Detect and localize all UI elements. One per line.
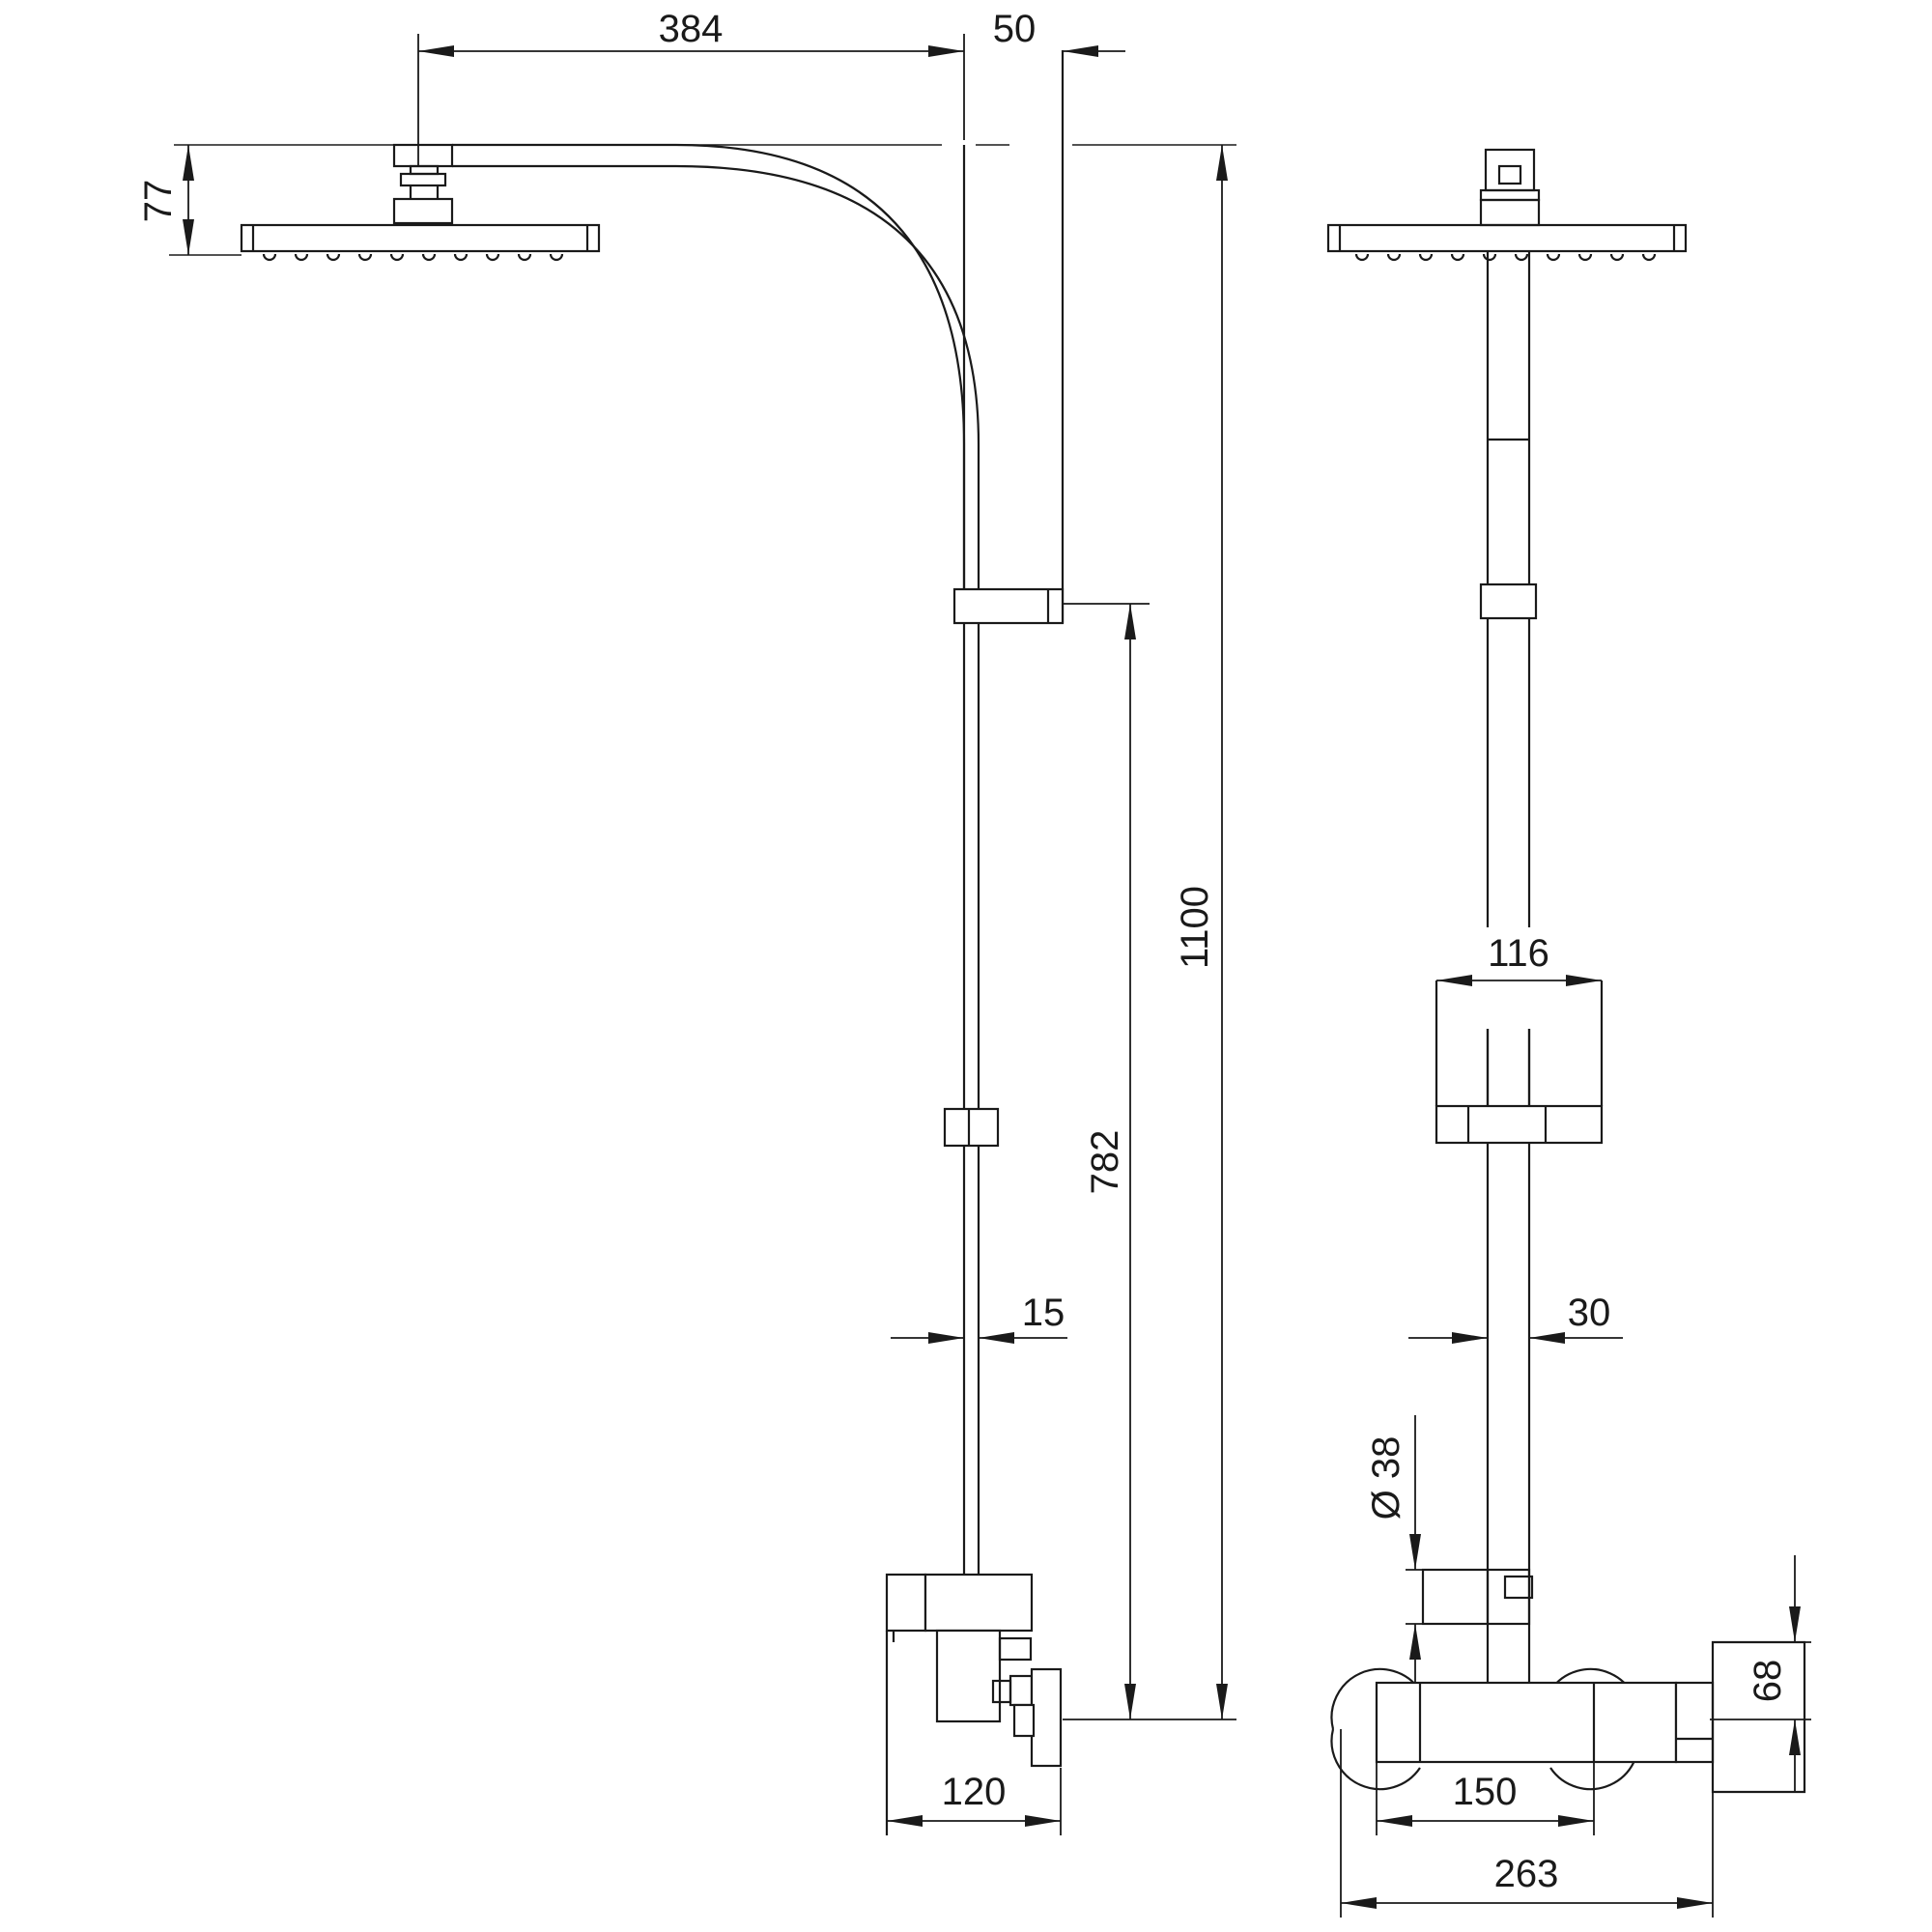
dim-mixer-depth-label: 120: [942, 1771, 1007, 1813]
top-reference-line: [169, 144, 1236, 256]
dim-arm-length: 384: [417, 8, 965, 166]
wall-rail-side: [943, 50, 1065, 1575]
dim-inlet-spacing: 150: [1376, 1683, 1595, 1835]
dim-rail-width-front: 30: [1408, 1292, 1623, 1344]
dim-mixer-width-label: 263: [1494, 1853, 1559, 1895]
dim-rail-depth-label: 50: [993, 8, 1037, 50]
dim-mixer-height: 68: [1710, 1555, 1811, 1792]
nozzles: [262, 253, 564, 262]
dim-mixer-height-label: 68: [1747, 1660, 1789, 1703]
dim-head-height-label: 77: [137, 180, 180, 223]
dim-slider-height: 782: [1063, 603, 1150, 1719]
dim-arm-length-label: 384: [659, 8, 724, 50]
dim-inlet-diameter-label: Ø 38: [1365, 1436, 1407, 1520]
dim-rail-width-front-label: 30: [1568, 1292, 1611, 1334]
dim-holder-width-label: 116: [1488, 932, 1549, 975]
shower-arm-side: [452, 143, 980, 589]
dim-rail-width-side: 15: [891, 1292, 1067, 1344]
dim-total-height-label: 1100: [1174, 886, 1216, 969]
dim-head-height: 77: [137, 145, 194, 255]
nozzles-front: [1354, 253, 1657, 262]
dim-rail-depth: 50: [993, 8, 1125, 57]
dim-inlet-spacing-label: 150: [1453, 1771, 1518, 1813]
mixer-body-front: [1330, 1568, 1806, 1794]
dim-holder-width: 116: [1435, 932, 1603, 1005]
side-view: 384 50 77 1100 782: [137, 8, 1236, 1835]
dim-inlet-diameter: Ø 38: [1365, 1415, 1488, 1683]
front-view: 116 30 Ø 38 68: [1326, 148, 1811, 1918]
dim-mixer-depth: 120: [887, 1768, 1062, 1835]
dim-total-height: 1100: [1063, 145, 1236, 1720]
dim-rail-width-side-label: 15: [1022, 1292, 1065, 1334]
dim-slider-height-label: 782: [1084, 1130, 1126, 1195]
rain-shower-head-side: [240, 143, 601, 262]
dim-mixer-width: 263: [1340, 1729, 1714, 1918]
mixer-body-side: [885, 1573, 1063, 1835]
hand-shower-holder-front: [1435, 980, 1604, 1145]
rain-shower-head-front: [1326, 148, 1688, 262]
